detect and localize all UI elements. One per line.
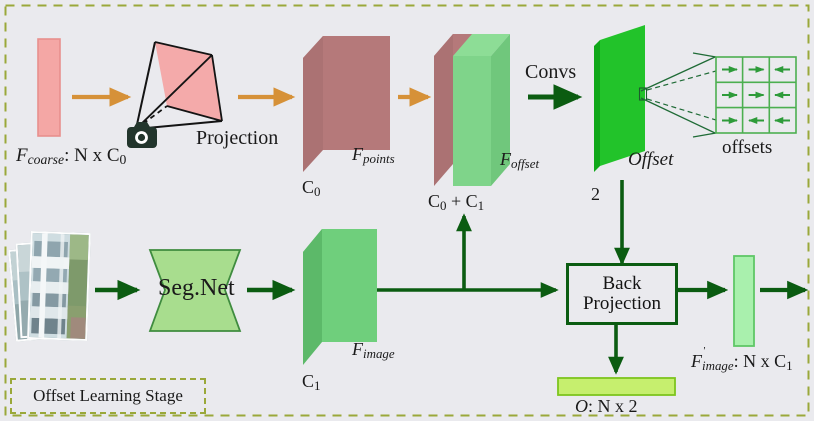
offset-plane	[594, 25, 648, 172]
offset-out-label: O: N x 2	[575, 397, 638, 416]
convs-label: Convs	[525, 61, 577, 83]
offset-out-name: O	[575, 396, 588, 416]
coarse-feature-dims-sub: 0	[119, 152, 127, 167]
offset-channels-plus: + C	[446, 191, 478, 211]
offset-channels-sub0: 0	[440, 197, 447, 213]
frustum-ray-dashed	[135, 105, 168, 130]
offsets-connector-left-top	[692, 52, 717, 58]
image-out-dims: : N x C	[733, 351, 787, 371]
points-slab-left	[303, 36, 323, 172]
stage-label-box: Offset Learning Stage	[10, 378, 206, 414]
image-channels-c: C	[302, 371, 315, 391]
offsets-grid-label: offsets	[722, 137, 773, 158]
coarse-feature-dims: : N x C	[64, 145, 120, 166]
points-feature-label: Fpoints	[352, 144, 395, 166]
offset-slab-green-side	[491, 34, 510, 186]
offset-feature-name: F	[500, 149, 511, 169]
offset-plane-channels: 2	[591, 184, 600, 204]
offset-out-bar	[557, 377, 676, 396]
offsets-grid	[715, 56, 797, 134]
input-image-front	[27, 230, 91, 342]
offset-feature-slab	[434, 34, 510, 186]
coarse-feature-subscript: coarse	[27, 152, 65, 167]
image-feature-name: F	[352, 339, 363, 359]
offsets-connector-bottom-solid	[640, 97, 716, 134]
offset-plane-edge	[594, 40, 600, 172]
offset-channels-sub1: 1	[477, 197, 485, 213]
offset-feature-channels: C0 + C1	[428, 191, 485, 213]
coarse-feature-bar	[37, 38, 61, 137]
segnet-shape	[148, 249, 242, 332]
back-projection-line2: Projection	[582, 293, 662, 314]
offsets-connector-left-bottom	[692, 132, 717, 138]
offsets-connector-top-solid	[640, 56, 716, 92]
segnet-label: Seg.Net	[158, 275, 235, 301]
offset-plane-face	[600, 25, 645, 166]
image-feature-channels: C1	[302, 371, 321, 393]
frustum-edge-bottom	[166, 105, 223, 122]
input-image-stack	[8, 230, 94, 342]
image-out-dims-sub: 1	[786, 357, 793, 373]
offsets-connector-top-dashed	[646, 70, 717, 91]
stage-label-text: Offset Learning Stage	[33, 386, 183, 405]
offset-out-dims: : N x 2	[588, 396, 638, 416]
image-out-subscript: image	[702, 357, 734, 373]
back-projection-box[interactable]: Back Projection	[566, 263, 678, 325]
image-feature-subscript: image	[363, 345, 395, 361]
image-feature-label: Fimage	[352, 339, 395, 361]
image-feature-slab	[303, 229, 377, 365]
offset-slab-mauve-left	[434, 34, 453, 186]
frustum-edge-right	[211, 54, 223, 122]
image-out-name: F'	[691, 345, 705, 371]
points-channels-sub: 0	[314, 183, 321, 199]
offset-channels-c0: C	[428, 191, 441, 211]
offset-feature-label: Foffset	[500, 149, 540, 171]
image-out-prime: '	[702, 345, 705, 357]
image-feature-out-label: F'image: N x C1	[691, 345, 793, 373]
points-slab-face	[323, 36, 390, 150]
frustum-edge-top	[154, 41, 213, 56]
frustum-ray-center	[135, 54, 213, 130]
points-feature-channels: C0	[302, 177, 321, 199]
coarse-feature-label: Fcoarse: N x C0	[16, 146, 126, 167]
points-feature-name: F	[352, 144, 363, 164]
points-channels-c: C	[302, 177, 315, 197]
frustum-ray-top	[135, 41, 156, 130]
offset-plane-cell	[638, 87, 648, 101]
points-feature-slab	[303, 36, 390, 172]
image-feature-out-bar	[733, 255, 755, 347]
points-feature-subscript: points	[363, 150, 395, 166]
coarse-feature-name: F	[16, 145, 28, 166]
back-projection-line1: Back	[602, 272, 642, 294]
stage-outer-border	[4, 4, 810, 417]
offsets-connector-bottom-dashed	[646, 98, 717, 121]
offset-plane-label: Offset	[628, 149, 674, 170]
frustum-image-plane	[155, 42, 222, 121]
offset-feature-subscript: offset	[511, 155, 540, 171]
offset-slab-green-face	[453, 56, 491, 186]
image-slab-face	[322, 229, 377, 342]
image-slab-left	[303, 229, 322, 365]
projection-label: Projection	[196, 127, 279, 149]
image-channels-sub: 1	[314, 377, 321, 393]
camera-icon	[127, 122, 157, 148]
